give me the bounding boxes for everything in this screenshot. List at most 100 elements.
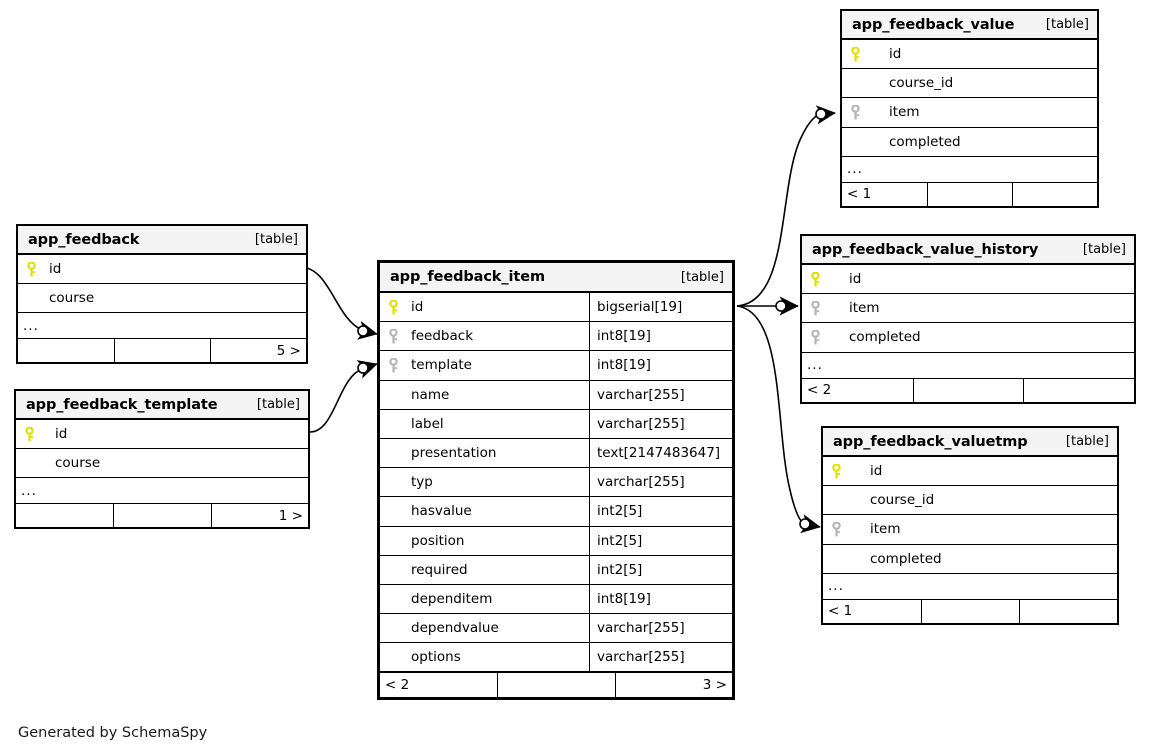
column-cell: completed [842,128,1097,156]
table-row[interactable]: id [16,420,308,450]
column-name: id [889,46,902,63]
column-cell: course [16,449,308,477]
column-cell: id [16,420,308,448]
table-header: app_feedback [table] [18,226,306,255]
table-row[interactable]: required int2[5] [380,555,732,585]
foreign-key-icon [810,300,827,316]
table-type-tag: [table] [1082,242,1126,257]
column-name: position [411,532,465,549]
table-footer: < 2 3 > [380,672,732,698]
column-cell: id [802,265,1134,293]
footer-parents-count [16,504,113,527]
column-name: item [849,300,880,317]
table-row[interactable]: item [823,515,1117,545]
footer-children-count: 3 > [614,673,732,698]
table-app-feedback-item[interactable]: app_feedback_item [table] id bigserial[1… [377,260,735,701]
table-footer: < 1 [823,599,1117,623]
table-footer: 1 > [16,504,308,528]
table-row[interactable]: completed [823,545,1117,574]
foreign-key-icon [388,357,405,373]
table-row[interactable]: feedback int8[19] [380,322,732,352]
table-row[interactable]: id [802,265,1134,295]
primary-key-icon [850,46,867,62]
column-name: item [889,104,920,121]
edge-item-to-value-history [737,296,799,316]
column-type: bigserial[19] [589,293,732,322]
table-row[interactable]: completed [802,323,1134,353]
column-name: id [849,271,862,288]
table-row[interactable]: typ varchar[255] [380,468,732,498]
column-cell: template [380,351,589,379]
primary-key-icon [810,271,827,287]
primary-key-icon [26,261,43,277]
table-app-feedback-value[interactable]: app_feedback_value [table] id course_id [840,9,1099,208]
column-name: item [870,521,901,538]
column-name: typ [411,474,433,491]
primary-key-icon [831,463,848,479]
table-row[interactable]: id [823,457,1117,487]
column-cell: typ [380,468,589,496]
footer-children-count: 5 > [210,339,306,363]
more-columns-indicator: ... [802,353,1134,379]
column-type: int8[19] [589,322,732,351]
column-name: id [870,463,883,480]
footer-parents-count [18,339,114,362]
column-name: template [411,357,472,374]
table-row[interactable]: course [16,449,308,479]
table-row[interactable]: label varchar[255] [380,409,732,439]
column-cell: id [380,293,589,321]
column-cell: item [823,515,1117,543]
table-app-feedback-template[interactable]: app_feedback_template [table] id course … [14,389,310,530]
foreign-key-icon [850,104,867,120]
table-row[interactable]: course_id [823,486,1117,516]
table-row[interactable]: options varchar[255] [380,643,732,673]
column-name: id [49,261,62,278]
column-name: feedback [411,328,474,345]
column-type: int8[19] [589,351,732,380]
table-type-tag: [table] [254,232,298,247]
table-row[interactable]: presentation text[2147483647] [380,438,732,469]
more-columns-indicator: ... [823,574,1117,600]
table-type-tag: [table] [680,269,724,285]
column-cell: course [18,284,306,312]
table-row[interactable]: course [18,284,306,314]
foreign-key-icon [388,328,405,344]
column-cell: id [823,457,1117,485]
column-name: name [411,386,450,403]
column-cell: id [18,255,306,283]
table-row[interactable]: item [842,98,1097,128]
table-row[interactable]: dependvalue varchar[255] [380,614,732,644]
table-row[interactable]: dependitem int8[19] [380,584,732,615]
column-cell: presentation [380,439,589,467]
table-footer: < 2 [802,378,1134,402]
column-name: dependitem [411,590,493,607]
table-row[interactable]: course_id [842,69,1097,99]
table-app-feedback-valuetmp[interactable]: app_feedback_valuetmp [table] id course_… [821,426,1119,625]
primary-key-icon [24,426,41,442]
table-title: app_feedback_valuetmp [833,433,1028,450]
table-row[interactable]: item [802,294,1134,324]
table-row[interactable]: template int8[19] [380,351,732,381]
table-row[interactable]: completed [842,128,1097,157]
column-name: course [55,455,101,472]
column-type: varchar[255] [589,380,732,409]
column-type: varchar[255] [589,468,732,497]
table-header: app_feedback_value [table] [842,11,1097,40]
footer-children-count [1019,599,1117,623]
table-row[interactable]: id [18,255,306,285]
table-app-feedback[interactable]: app_feedback [table] id course ... 5 > [16,224,308,365]
table-row[interactable]: position int2[5] [380,526,732,556]
table-row[interactable]: id bigserial[19] [380,293,732,323]
table-title: app_feedback_template [26,396,218,413]
more-columns-indicator: ... [842,157,1097,183]
table-type-tag: [table] [256,397,300,412]
column-name: course_id [889,75,954,92]
edge-app-feedback-to-item [299,266,378,340]
table-app-feedback-value-history[interactable]: app_feedback_value_history [table] id it… [800,234,1136,404]
table-type-tag: [table] [1065,434,1109,449]
column-cell: item [842,98,1097,126]
table-row[interactable]: name varchar[255] [380,380,732,410]
table-footer: < 1 [842,182,1097,206]
table-row[interactable]: id [842,40,1097,70]
table-row[interactable]: hasvalue int2[5] [380,497,732,527]
